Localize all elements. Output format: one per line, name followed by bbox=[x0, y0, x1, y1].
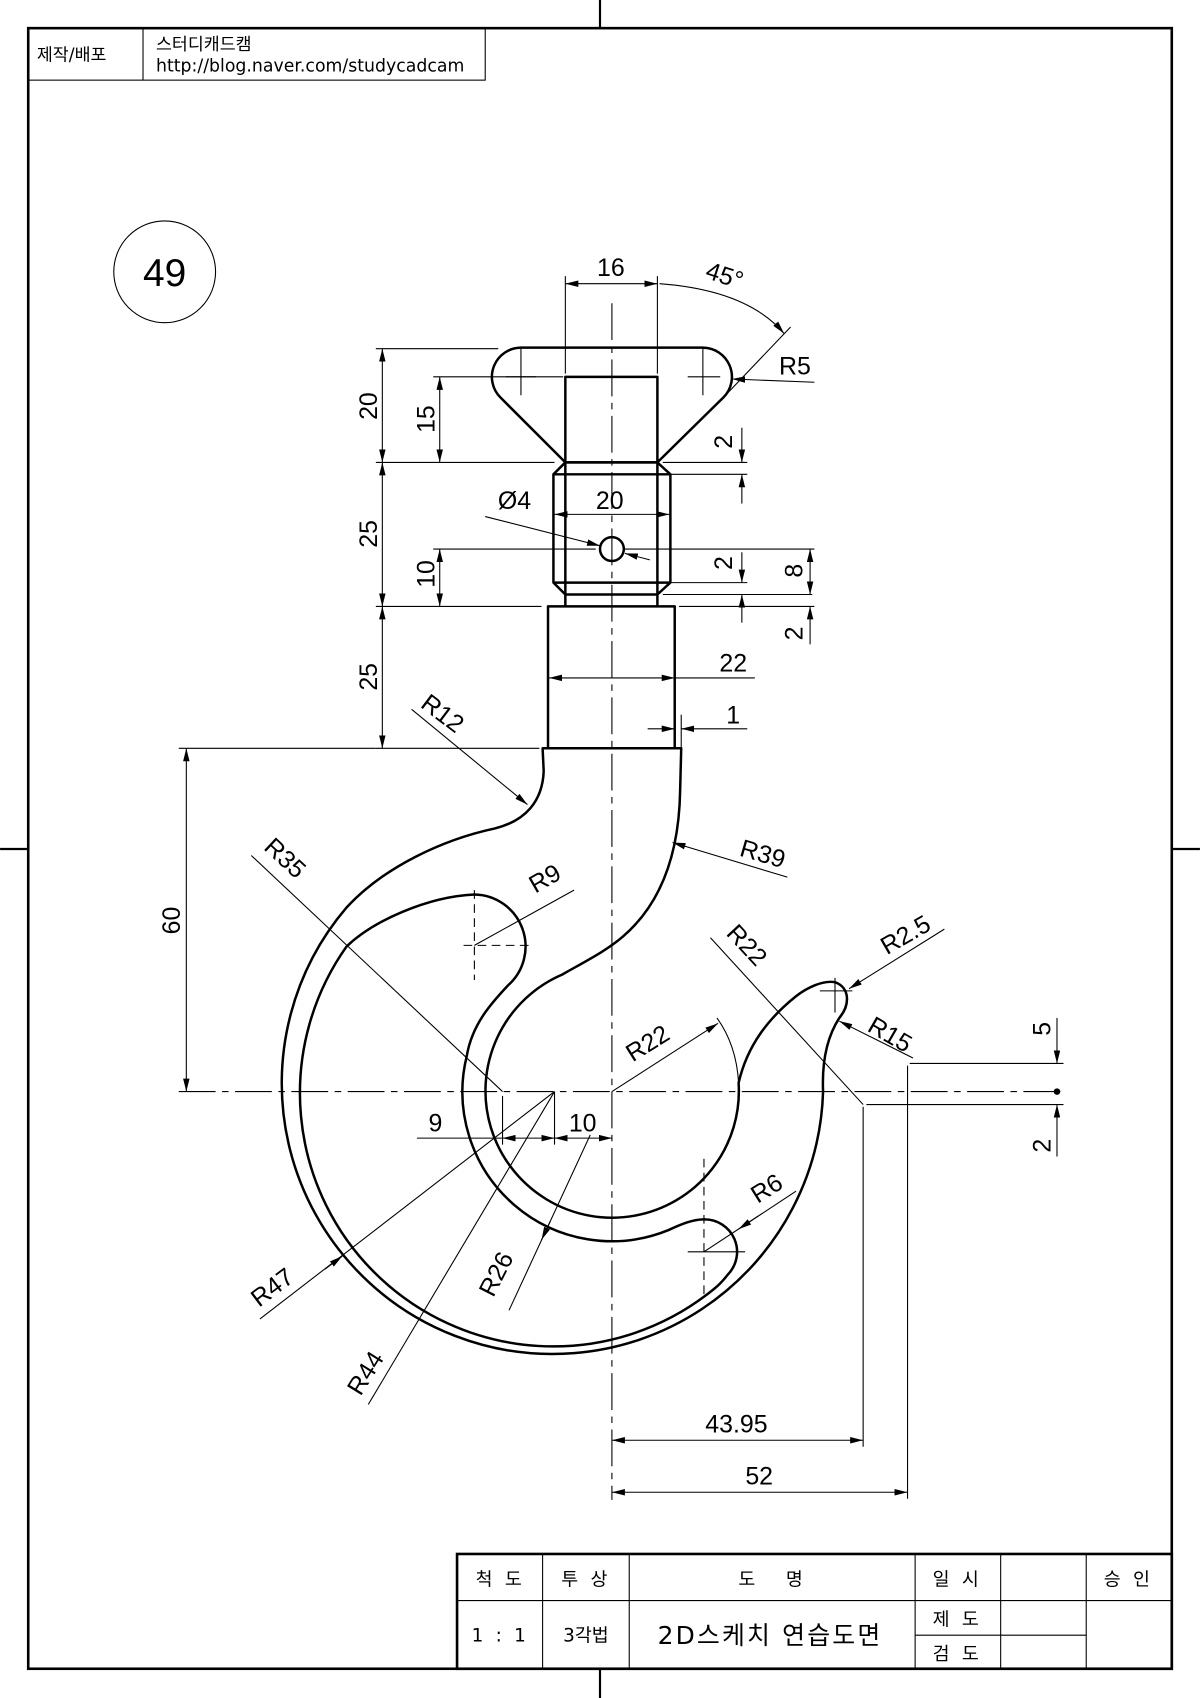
projection-label: 투 상 bbox=[561, 1569, 610, 1590]
dim-25-block: 25 bbox=[355, 520, 383, 548]
dim-22-width: 22 bbox=[719, 649, 747, 677]
dimensions: 16 45° R5 20 15 25 10 25 2 2 8 bbox=[158, 254, 1064, 1499]
dim-15: 15 bbox=[412, 405, 440, 433]
dim-10-offset: 10 bbox=[569, 1110, 597, 1138]
dim-r44: R44 bbox=[342, 1346, 390, 1400]
dim-16: 16 bbox=[597, 254, 625, 282]
scale-label: 척 도 bbox=[476, 1569, 525, 1590]
hook-inner-groove bbox=[298, 893, 739, 1348]
dim-r26: R26 bbox=[474, 1247, 520, 1300]
drawing-title: 2D스케치 연습도면 bbox=[658, 1621, 883, 1650]
checked-label: 검 도 bbox=[933, 1644, 982, 1665]
hook-part bbox=[280, 346, 849, 1356]
header-author: 스터디캐드캠 bbox=[156, 35, 252, 55]
dim-r47: R47 bbox=[246, 1263, 299, 1313]
dim-r22-tip: R22 bbox=[721, 919, 773, 971]
dim-25-shank: 25 bbox=[355, 663, 383, 691]
header-label: 제작/배포 bbox=[37, 46, 107, 66]
projection-value: 3각법 bbox=[563, 1626, 609, 1647]
title-block: 척 도 투 상 도 명 일 시 승 인 1 : 1 3각법 2D스케치 연습도면… bbox=[455, 1552, 1174, 1671]
author-header: 제작/배포 스터디캐드캠 http://blog.naver.com/study… bbox=[27, 27, 486, 81]
dim-diameter-4: Ø4 bbox=[498, 487, 531, 515]
dim-r22-center: R22 bbox=[621, 1020, 675, 1068]
dim-r35: R35 bbox=[259, 832, 311, 884]
dim-r5: R5 bbox=[779, 353, 811, 381]
scale-value: 1 : 1 bbox=[472, 1626, 530, 1647]
header-url[interactable]: http://blog.naver.com/studycadcam bbox=[156, 56, 464, 76]
dim-20-width: 20 bbox=[596, 487, 624, 515]
drawing-number: 49 bbox=[143, 252, 186, 295]
dim-chamfer-2-top: 2 bbox=[710, 435, 738, 449]
dim-r39: R39 bbox=[737, 834, 789, 874]
centerlines bbox=[178, 303, 1062, 1500]
dim-r6: R6 bbox=[746, 1168, 788, 1209]
dim-chamfer-2-bottom: 2 bbox=[710, 556, 738, 570]
dim-r9: R9 bbox=[524, 859, 566, 899]
dim-5: 5 bbox=[1028, 1022, 1056, 1036]
dim-8: 8 bbox=[781, 564, 809, 578]
dim-r15: R15 bbox=[863, 1011, 917, 1058]
head-inner-slot bbox=[564, 375, 659, 464]
drawing-name-label: 도 명 bbox=[738, 1569, 806, 1590]
dim-45-degree: 45° bbox=[702, 257, 746, 295]
dim-60: 60 bbox=[158, 907, 186, 935]
dim-1: 1 bbox=[726, 701, 740, 729]
chamfered-block bbox=[552, 461, 672, 607]
date-label: 일 시 bbox=[933, 1569, 982, 1590]
drafted-label: 제 도 bbox=[933, 1609, 982, 1630]
dim-10-hole: 10 bbox=[412, 560, 440, 588]
dim-2-offset: 2 bbox=[1028, 1139, 1056, 1153]
dim-20-height: 20 bbox=[355, 392, 383, 420]
dim-52: 52 bbox=[745, 1463, 773, 1491]
dim-r12: R12 bbox=[416, 689, 469, 739]
drawing-number-circle bbox=[113, 220, 217, 324]
dim-9: 9 bbox=[428, 1110, 442, 1138]
dim-neck-2: 2 bbox=[781, 627, 809, 641]
hook-outer-contour bbox=[280, 747, 849, 1356]
approval-label: 승 인 bbox=[1104, 1569, 1153, 1590]
dim-43-95: 43.95 bbox=[705, 1411, 767, 1439]
